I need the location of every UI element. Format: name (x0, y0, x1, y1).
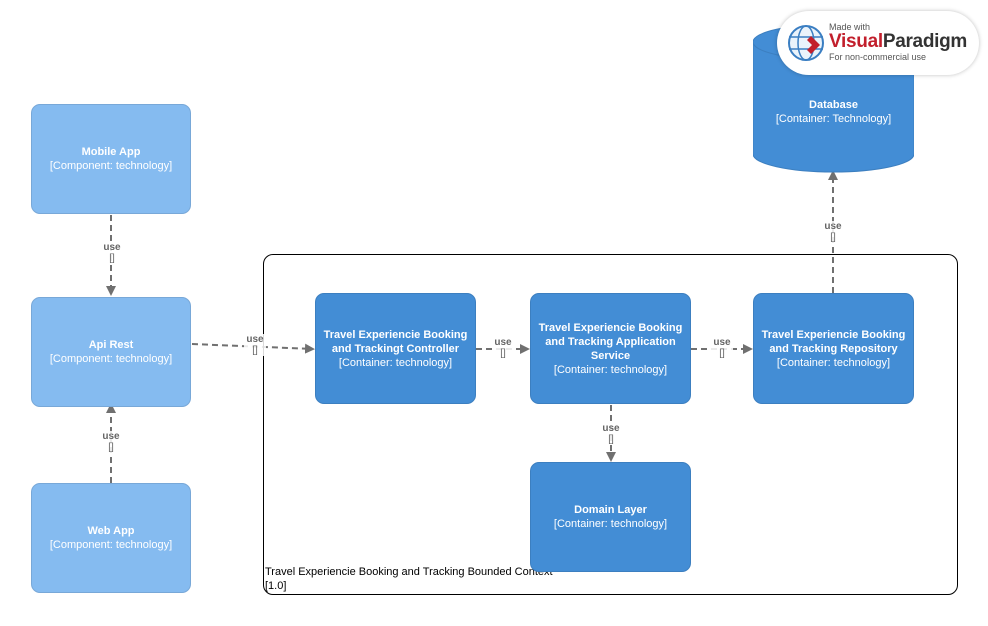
domain-layer-container[interactable]: Domain Layer [Container: technology] (530, 462, 691, 572)
web-app-tech: [Component: technology] (49, 539, 173, 551)
rel-tech: [] (719, 348, 725, 359)
watermark-text: Made with VisualParadigm For non-commerc… (829, 22, 967, 62)
rel-label-web-api: use [] (100, 431, 122, 453)
rel-tech: [] (109, 253, 115, 264)
application-service-tech: [Container: technology] (553, 363, 668, 376)
repository-tech: [Container: technology] (776, 356, 891, 369)
repository-container[interactable]: Travel Experiencie Booking and Tracking … (753, 293, 914, 404)
repository-title: Travel Experiencie Booking and Tracking … (761, 328, 906, 355)
rel-tech: [] (252, 345, 258, 356)
application-service-title: Travel Experiencie Booking and Tracking … (538, 321, 683, 362)
rel-tech: [] (500, 348, 506, 359)
bounded-context-title: Travel Experiencie Booking and Tracking … (265, 566, 553, 578)
database-tech: [Container: Technology] (775, 113, 892, 125)
bounded-context-version: [1.0] (265, 580, 287, 592)
bounded-context-label: Travel Experiencie Booking and Tracking … (265, 565, 553, 593)
rel-label-mobile-api: use [] (101, 242, 123, 264)
domain-layer-tech: [Container: technology] (553, 518, 668, 530)
api-rest-tech: [Component: technology] (49, 353, 173, 365)
domain-layer-title: Domain Layer (574, 504, 647, 516)
rel-tech: [] (108, 442, 114, 453)
mobile-app-tech: [Component: technology] (49, 160, 173, 172)
watermark-brand: VisualParadigm (829, 32, 967, 52)
rel-text: use (824, 221, 842, 232)
mobile-app-component[interactable]: Mobile App [Component: technology] (31, 104, 191, 214)
rel-text: use (713, 337, 731, 348)
api-rest-component[interactable]: Api Rest [Component: technology] (31, 297, 191, 407)
rel-text: use (102, 431, 120, 442)
bounded-context-boundary (263, 254, 958, 595)
web-app-component[interactable]: Web App [Component: technology] (31, 483, 191, 593)
rel-label-repository-database: use [] (822, 221, 844, 243)
api-rest-title: Api Rest (88, 339, 134, 351)
watermark-brand-visual: Visual (829, 31, 883, 52)
rel-text: use (103, 242, 121, 253)
rel-label-service-repository: use [] (711, 337, 733, 359)
watermark-made-with: Made with (829, 22, 871, 32)
rel-text: use (246, 334, 264, 345)
rel-text: use (602, 423, 620, 434)
controller-container[interactable]: Travel Experiencie Booking and Trackingt… (315, 293, 476, 404)
controller-tech: [Container: technology] (338, 356, 453, 369)
web-app-title: Web App (87, 525, 135, 537)
rel-label-service-domain: use [] (600, 423, 622, 445)
controller-title: Travel Experiencie Booking and Trackingt… (323, 328, 468, 355)
rel-tech: [] (830, 232, 836, 243)
watermark-brand-paradigm: Paradigm (882, 31, 968, 52)
visual-paradigm-logo-icon (788, 25, 824, 61)
rel-label-api-controller: use [] (244, 334, 266, 356)
mobile-app-title: Mobile App (81, 146, 141, 158)
visual-paradigm-watermark: Made with VisualParadigm For non-commerc… (777, 11, 979, 75)
database-title: Database (809, 99, 858, 111)
rel-text: use (494, 337, 512, 348)
database-label: Database [Container: Technology] (753, 98, 914, 126)
rel-label-controller-service: use [] (492, 337, 514, 359)
application-service-container[interactable]: Travel Experiencie Booking and Tracking … (530, 293, 691, 404)
rel-tech: [] (608, 434, 614, 445)
watermark-non-commercial: For non-commercial use (829, 52, 927, 62)
